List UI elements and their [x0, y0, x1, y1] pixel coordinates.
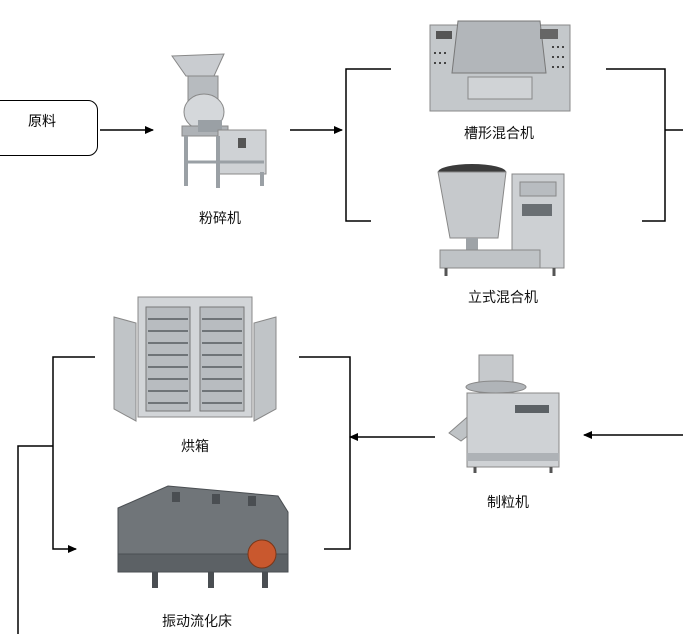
line-dryers-out [18, 446, 53, 634]
raw-material-label: 原料 [28, 111, 56, 131]
grinder-label: 粉碎机 [199, 208, 241, 228]
bracket-mixers-left [346, 69, 391, 221]
trough-mixer-image [428, 17, 572, 113]
bracket-dryers-left [53, 357, 95, 549]
vertical-mixer-label: 立式混合机 [468, 287, 538, 307]
fluid-bed-image [112, 482, 292, 592]
oven-image [112, 293, 278, 429]
bracket-mixers-right [606, 69, 665, 221]
vertical-mixer-image [436, 158, 566, 278]
grinder-image [168, 52, 274, 192]
oven-label: 烘箱 [181, 436, 209, 456]
trough-mixer-label: 槽形混合机 [464, 123, 534, 143]
granulator-image [445, 353, 561, 475]
granulator-label: 制粒机 [487, 492, 529, 512]
bracket-dryers-right [299, 357, 350, 549]
fluid-bed-label: 振动流化床 [162, 611, 232, 631]
